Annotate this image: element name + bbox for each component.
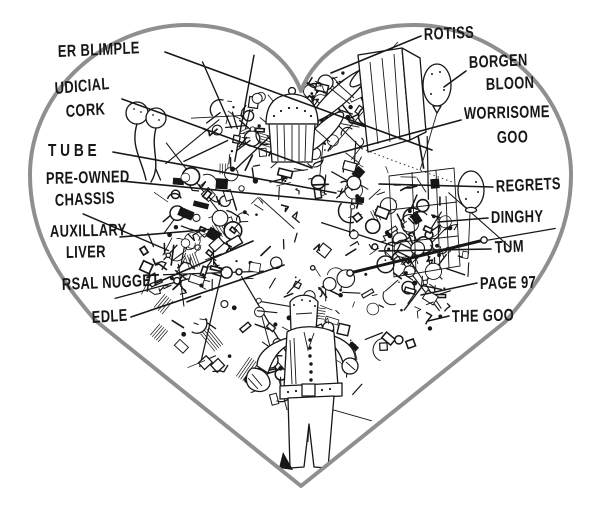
leader-lines (112, 35, 494, 322)
leader-dorsal-nugget (155, 240, 254, 284)
flag-triangle (279, 452, 293, 470)
heart-outline (27, 22, 574, 488)
leader-borgen-bloon (443, 70, 467, 88)
leader-rotisserie (330, 35, 422, 74)
label-dinghy: DINGHY (491, 207, 544, 227)
tum-rod (346, 236, 488, 277)
label-pre-owned: PRE-OWNED (46, 167, 130, 188)
labels: ER BLIMPLE UDICIAL CORK TUBE PRE-OWNED C… (46, 23, 561, 327)
figure-legs (287, 395, 335, 469)
figure-vest (283, 326, 339, 389)
label-cork: CORK (65, 100, 105, 122)
egg-balloon (457, 170, 485, 259)
label-worrisome: WORRISOME (464, 102, 550, 123)
leader-pre-owned-chassis (120, 180, 363, 205)
label-blimple: ER BLIMPLE (58, 39, 140, 62)
label-tum: TUM (495, 237, 525, 257)
label-borgen: BORGEN (469, 51, 528, 73)
leader-page-97 (420, 282, 478, 296)
borgen-balloon (419, 63, 452, 171)
leader-regrets (378, 183, 494, 188)
label-liver: LIVER (66, 242, 106, 262)
belt-buckle (301, 383, 316, 397)
leader-tube (112, 151, 337, 194)
label-page-97: PAGE 97 (480, 273, 536, 293)
label-bloon: BLOON (486, 73, 535, 94)
leader-tum (378, 248, 492, 252)
label-regrets: REGRETS (496, 174, 562, 196)
leader-dinghy (437, 217, 489, 223)
leader-blimple (164, 51, 433, 151)
label-rotisserie: ROTISS (424, 23, 475, 44)
label-auxillary: AUXILLARY (50, 221, 127, 242)
label-chassis: CHASSIS (55, 189, 115, 211)
folded-panel (357, 47, 453, 183)
dome-canister (265, 86, 319, 163)
leader-auxillary-liver (119, 228, 215, 238)
figure-left-arm (256, 337, 291, 374)
label-dorsal-nugget: RSAL NUGGET (62, 271, 161, 295)
label-the-goo: THE GOO (452, 306, 514, 327)
figure (245, 294, 359, 470)
leader-the-goo (427, 315, 450, 322)
leader-judicial-cork (121, 98, 313, 169)
machine-illustration (82, 41, 556, 470)
label-tube: TUBE (48, 141, 100, 160)
label-goo: GOO (497, 128, 529, 148)
leader-needle (130, 264, 285, 318)
heart-fill (29, 24, 572, 486)
label-needle: EDLE (91, 306, 128, 328)
leader-worrisome-goo (320, 119, 462, 159)
